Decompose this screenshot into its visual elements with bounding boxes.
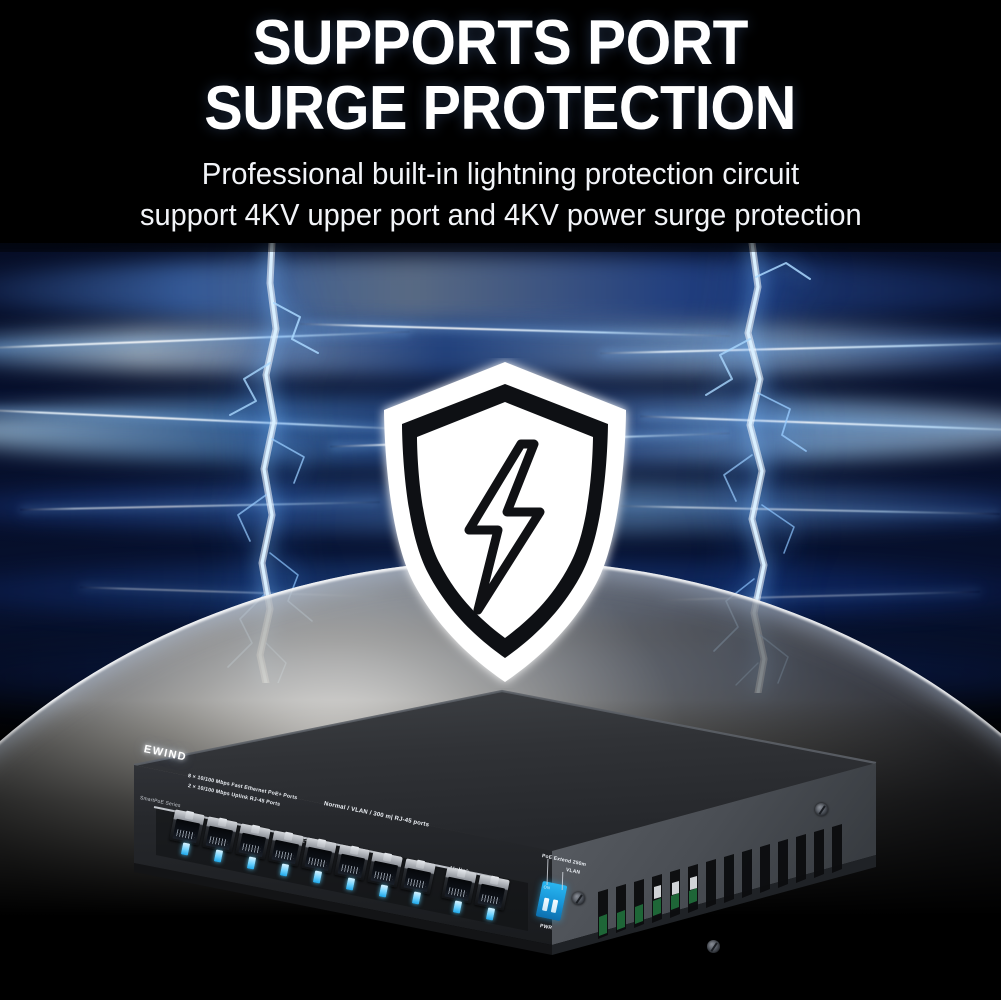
poe-port[interactable] — [400, 858, 436, 895]
header-backdrop — [0, 0, 1001, 252]
shield-face — [417, 402, 593, 638]
switch-chassis — [133, 689, 877, 955]
page-title-line-2: SURGE PROTECTION — [204, 73, 797, 143]
poe-port[interactable] — [169, 809, 205, 846]
poe-port[interactable] — [301, 837, 337, 874]
bolt-icon — [464, 439, 545, 615]
shield-svg — [384, 362, 626, 682]
subtitle-line-1: Professional built-in lightning protecti… — [201, 155, 800, 191]
page-title-line-1: SUPPORTS PORT — [252, 8, 749, 78]
chassis-screw — [707, 940, 720, 953]
poe-port[interactable] — [334, 844, 370, 881]
chassis-screw — [815, 803, 828, 816]
shield-lightning-icon — [374, 358, 636, 688]
header-block: SUPPORTS PORT SURGE PROTECTION Professio… — [0, 0, 1001, 255]
poe-port[interactable] — [202, 816, 238, 853]
poe-network-switch: EWIND 8 × 10/100 Mbps Fast Ethernet PoE+… — [110, 655, 900, 975]
poe-port[interactable] — [235, 823, 271, 860]
poe-port[interactable] — [367, 851, 403, 888]
uplink-port[interactable] — [441, 867, 477, 904]
chassis-screw — [572, 892, 585, 905]
cloud-band-1 — [0, 255, 1001, 325]
subtitle-line-2: support 4KV upper port and 4KV power sur… — [139, 197, 862, 232]
uplink-port[interactable] — [474, 874, 510, 911]
poe-port[interactable] — [268, 830, 304, 867]
dip-on-label: ON — [543, 884, 551, 891]
